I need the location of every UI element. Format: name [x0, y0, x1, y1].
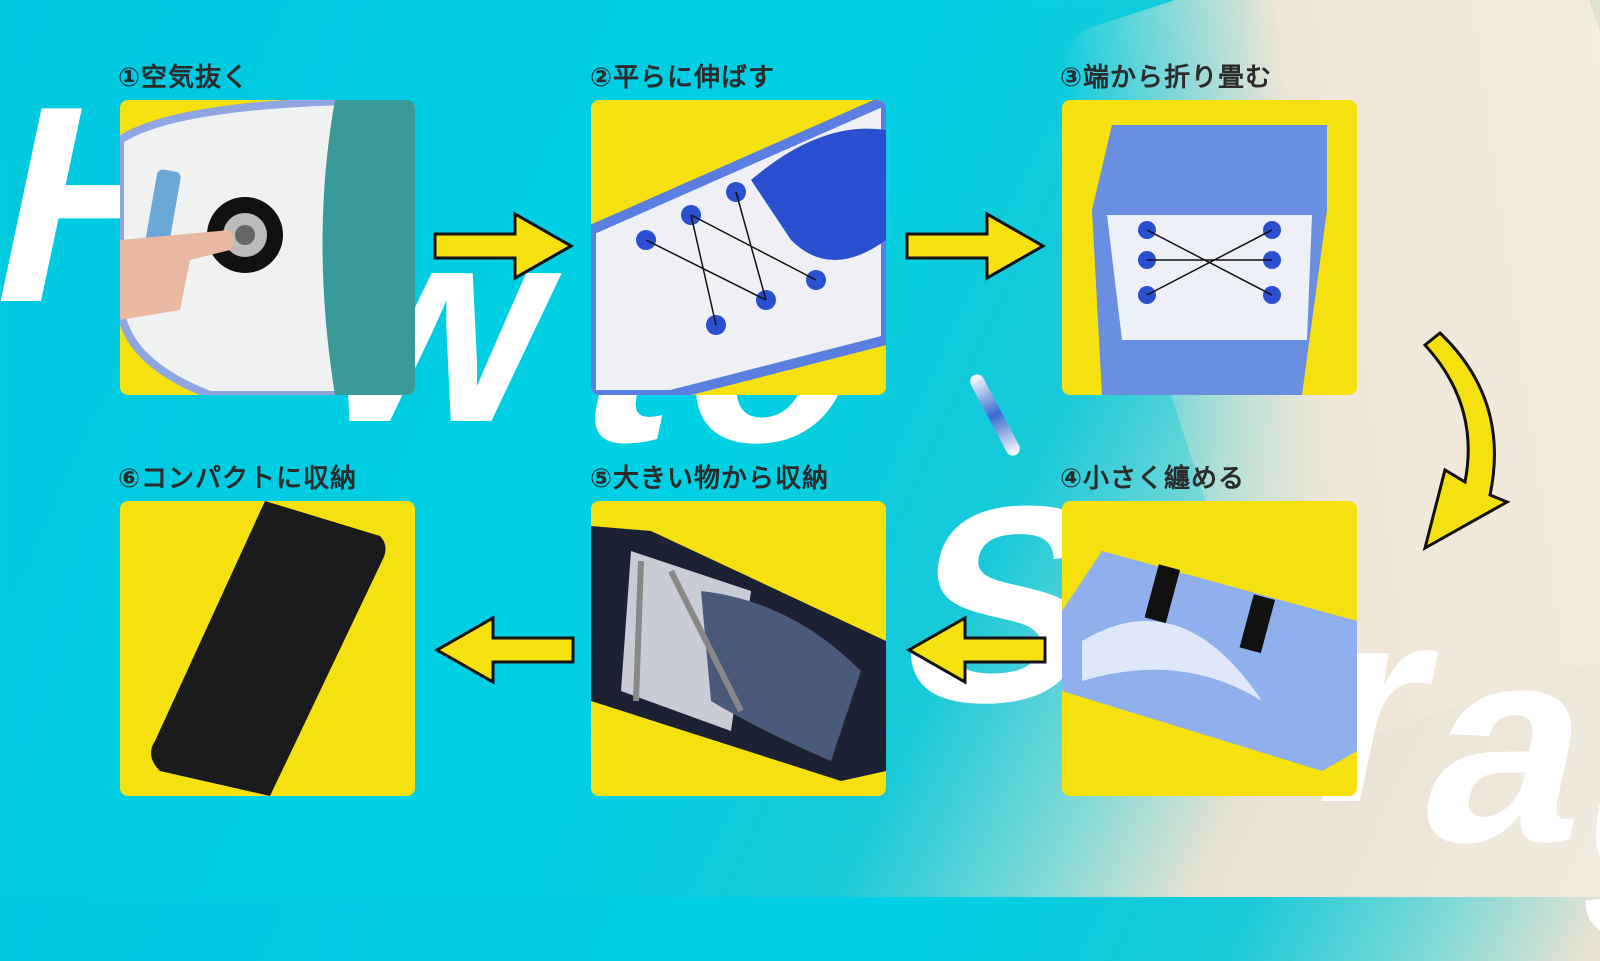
- step-1-label: ①空気抜く: [118, 63, 250, 93]
- step-6-image: [120, 501, 415, 796]
- step-3-image: [1062, 100, 1357, 395]
- arrow-right-icon: [905, 211, 1047, 281]
- arrow-left-icon: [433, 615, 575, 685]
- step-6-label: ⑥コンパクトに収納: [118, 464, 358, 494]
- step-1-image: [120, 100, 415, 395]
- step-5-label: ⑤大きい物から収納: [590, 464, 830, 494]
- background-title-letter: a: [1399, 589, 1600, 901]
- step-4-image: [1062, 501, 1357, 796]
- arrow-left-icon: [905, 615, 1047, 685]
- arrow-right-icon: [433, 211, 575, 281]
- step-3-label: ③端から折り畳む: [1060, 63, 1273, 93]
- step-4-label: ④小さく纏める: [1060, 464, 1246, 494]
- step-2-label: ②平らに伸ばす: [590, 63, 776, 93]
- step-2-image: [591, 100, 886, 395]
- arrow-curved-down-icon: [1422, 331, 1511, 552]
- step-5-image: [591, 501, 886, 796]
